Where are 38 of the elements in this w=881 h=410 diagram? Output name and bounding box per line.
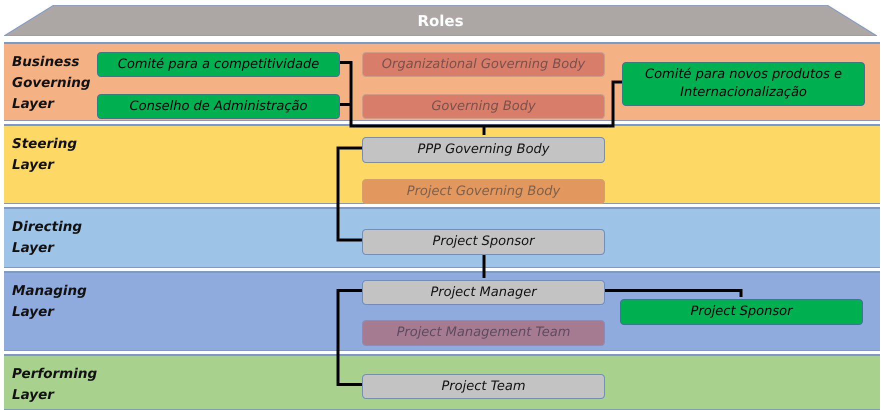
connector-line <box>336 146 362 242</box>
layer-band <box>4 271 880 351</box>
role-label: Comité para a competitividade <box>118 56 320 74</box>
committee-box <box>622 62 865 106</box>
role-box <box>362 229 605 255</box>
role-label: Project Sponsor <box>432 233 534 251</box>
committee-box <box>97 94 340 119</box>
faded-role-box <box>362 52 605 77</box>
layer-band <box>4 354 880 410</box>
role-label: Conselho de Administração <box>130 98 308 116</box>
role-label: Project Manager <box>430 284 537 302</box>
layer-label: Steering Layer <box>12 135 78 175</box>
role-box <box>362 374 605 399</box>
role-label: Project Sponsor <box>690 303 792 321</box>
layer-label: Business Governing Layer <box>12 53 92 114</box>
faded-role-box <box>362 94 605 119</box>
role-label: Project Team <box>441 378 526 396</box>
committee-box <box>97 52 340 77</box>
faded-role-box <box>362 179 605 204</box>
faded-role-box <box>362 320 605 346</box>
layer-band <box>4 42 880 121</box>
role-label: PPP Governing Body <box>417 141 550 159</box>
role-label: Organizational Governing Body <box>382 56 586 74</box>
role-label: Project Management Team <box>396 324 570 342</box>
role-label: Project Governing Body <box>406 182 560 200</box>
role-box <box>362 137 605 163</box>
connector-line <box>482 253 486 278</box>
layer-band <box>4 207 880 268</box>
layer-band <box>4 124 880 204</box>
header-title: Roles <box>417 12 464 30</box>
layer-label: Directing Layer <box>12 218 84 258</box>
role-label: Governing Body <box>431 98 536 116</box>
connector-line <box>605 289 742 297</box>
connector-line <box>336 289 362 386</box>
layer-label: Managing Layer <box>12 282 88 322</box>
committee-box <box>620 299 863 325</box>
role-label: Comité para novos produtos e Internacionalização <box>644 66 843 102</box>
role-box <box>362 280 605 305</box>
